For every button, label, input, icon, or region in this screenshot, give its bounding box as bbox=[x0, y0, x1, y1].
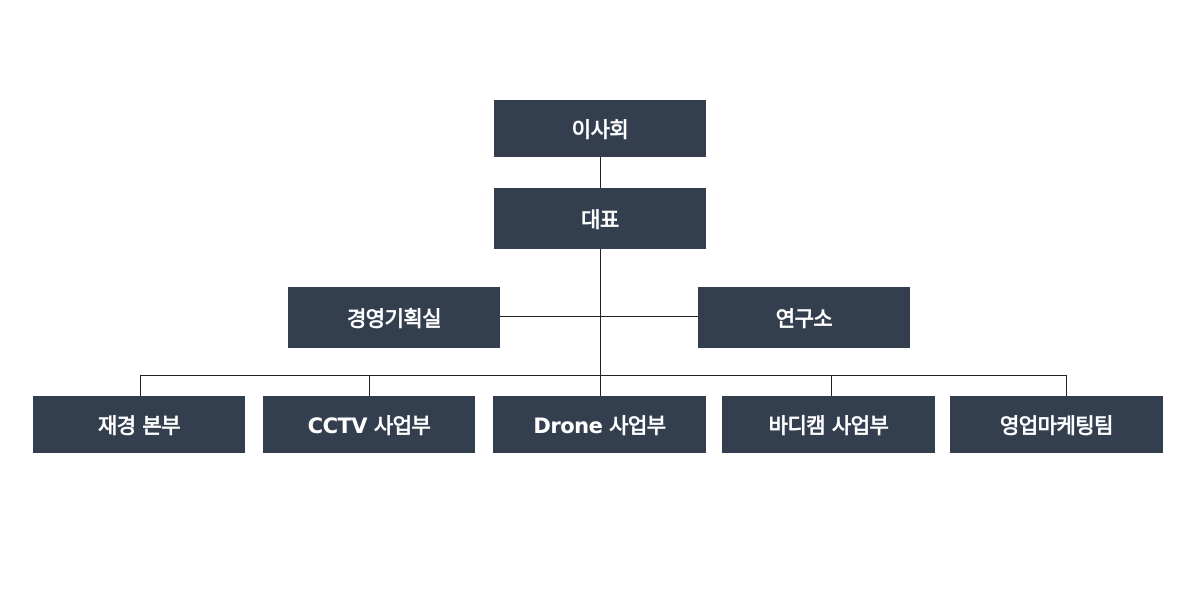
connector-drop-1 bbox=[140, 375, 141, 396]
node-division: 바디캠 사업부 bbox=[722, 396, 935, 453]
node-division: 영업마케팅팀 bbox=[950, 396, 1163, 453]
connector-drop-3 bbox=[600, 375, 601, 396]
node-division: 재경 본부 bbox=[33, 396, 245, 453]
node-board: 이사회 bbox=[494, 100, 706, 157]
connector-board-ceo bbox=[600, 157, 601, 376]
node-division: CCTV 사업부 bbox=[263, 396, 475, 453]
connector-staff-horizontal bbox=[500, 316, 698, 317]
connector-drop-5 bbox=[1066, 375, 1067, 396]
connector-drop-2 bbox=[369, 375, 370, 396]
connector-divisions-horizontal bbox=[140, 375, 1067, 376]
connector-drop-4 bbox=[831, 375, 832, 396]
node-division: Drone 사업부 bbox=[493, 396, 706, 453]
node-research-lab: 연구소 bbox=[698, 287, 910, 348]
node-ceo: 대표 bbox=[494, 188, 706, 249]
node-planning-office: 경영기획실 bbox=[288, 287, 500, 348]
